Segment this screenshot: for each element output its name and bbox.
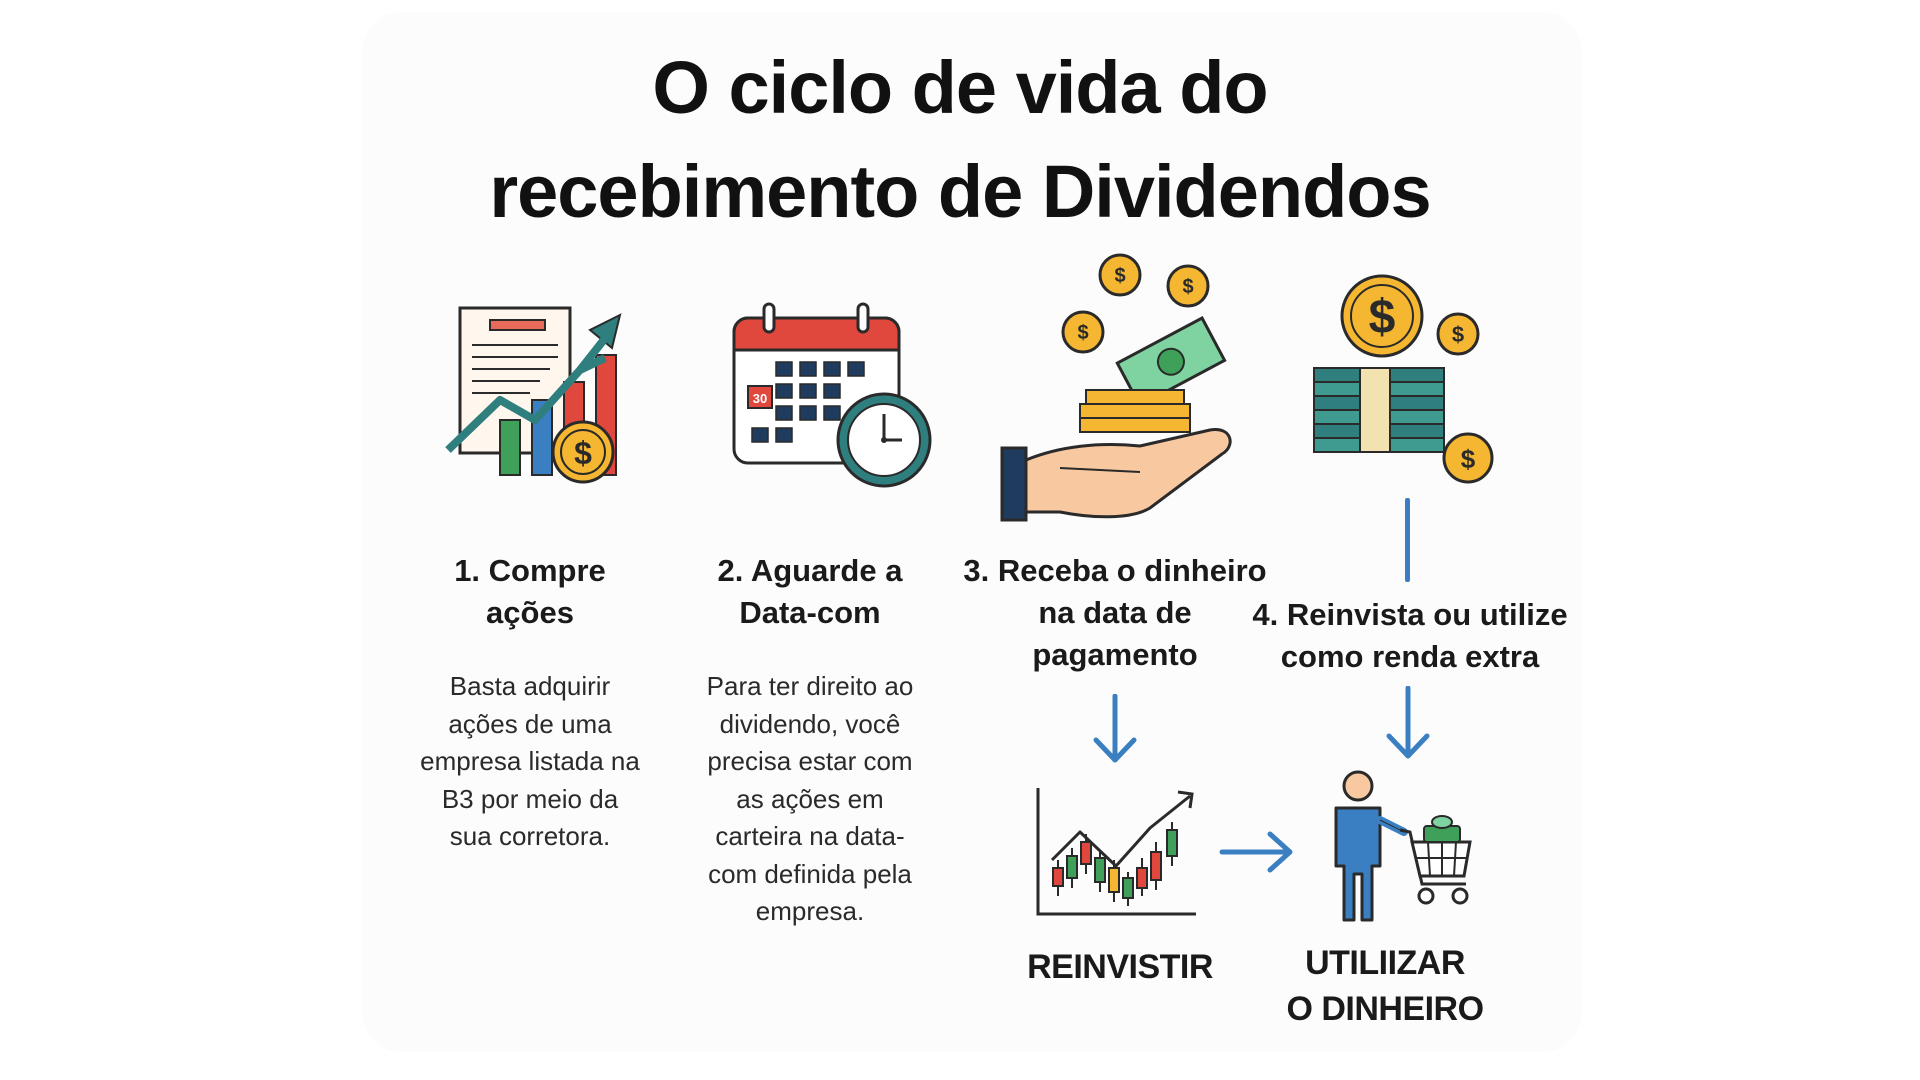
coin-symbol: $ xyxy=(574,435,592,471)
step-1-desc-line: Basta adquirir xyxy=(449,671,611,701)
hand-receiving-money-icon: $ $ $ xyxy=(1000,253,1232,522)
step-2-desc-line: precisa estar com xyxy=(707,746,913,776)
step-1-title: 1. Compre ações xyxy=(420,550,640,634)
step-2-desc-line: dividendo, você xyxy=(719,708,901,739)
arrow-down-icon xyxy=(1386,686,1430,759)
step-4-title-line-1: 4. Reinvista ou utilize xyxy=(1252,597,1568,632)
coin-symbol: $ xyxy=(1452,322,1464,347)
step-2-desc-line: carteira na data- xyxy=(715,821,905,851)
step-2-desc-line: as ações em xyxy=(736,783,884,814)
background-panel xyxy=(362,12,1582,1052)
step-1-title-line-2: ações xyxy=(486,595,574,630)
calendar-clock-icon: 30 xyxy=(732,302,932,488)
step-2-desc-line: empresa. xyxy=(755,896,865,926)
connector-line xyxy=(1405,498,1410,582)
step-1-title-line-1: 1. Compre xyxy=(454,553,606,588)
step-2-title: 2. Aguarde a Data-com xyxy=(690,550,930,634)
coin-symbol: $ xyxy=(1369,291,1396,344)
stock-report-chart-icon: $ xyxy=(445,306,622,484)
step-4-title-line-2: como renda extra xyxy=(1280,639,1540,674)
calendar-day: 30 xyxy=(753,391,767,406)
step-3-title-line-3: pagamento xyxy=(1032,637,1198,672)
step-2-desc-line: Para ter direito ao xyxy=(706,671,914,701)
step-1-desc-line: sua corretora. xyxy=(449,821,611,851)
candlestick-chart-icon xyxy=(1036,788,1196,916)
arrow-down-icon xyxy=(1093,694,1137,763)
step-3-title-line-1: 3. Receba o dinheiro xyxy=(963,553,1267,588)
money-stack-coins-icon: $ $ $ xyxy=(1313,274,1494,484)
use-money-label: UTILIIZAR O DINHEIRO xyxy=(1260,940,1510,1032)
step-2-title-line-2: Data-com xyxy=(739,595,881,630)
step-3-title: 3. Receba o dinheiro na data de pagament… xyxy=(960,550,1270,676)
step-1-desc-line: ações de uma xyxy=(448,708,612,739)
step-2-desc-line: com definida pela xyxy=(708,858,912,889)
use-money-label-line-2: O DINHEIRO xyxy=(1286,990,1484,1028)
use-money-label-line-1: UTILIIZAR xyxy=(1305,944,1465,982)
title-line-1: O ciclo de vida do xyxy=(652,46,1268,129)
coin-symbol: $ xyxy=(1182,276,1193,298)
step-1-desc-line: B3 por meio da xyxy=(441,783,619,814)
step-1-desc-line: empresa listada na xyxy=(420,746,640,776)
step-3-title-line-2: na data de xyxy=(1038,595,1192,630)
step-2-description: Para ter direito ao dividendo, você prec… xyxy=(680,668,940,931)
coin-symbol: $ xyxy=(1461,444,1476,474)
reinvest-label: REINVISTIR xyxy=(1027,948,1213,986)
coin-symbol: $ xyxy=(1114,265,1125,287)
title-line-2: recebimento de Dividendos xyxy=(489,150,1431,233)
step-4-title: 4. Reinvista ou utilize como renda extra xyxy=(1240,594,1580,678)
step-2-title-line-1: 2. Aguarde a xyxy=(717,553,903,588)
person-shopping-cart-icon xyxy=(1334,770,1472,922)
step-1-description: Basta adquirir ações de uma empresa list… xyxy=(400,668,660,856)
coin-symbol: $ xyxy=(1077,322,1088,344)
arrow-right-icon xyxy=(1219,831,1293,873)
